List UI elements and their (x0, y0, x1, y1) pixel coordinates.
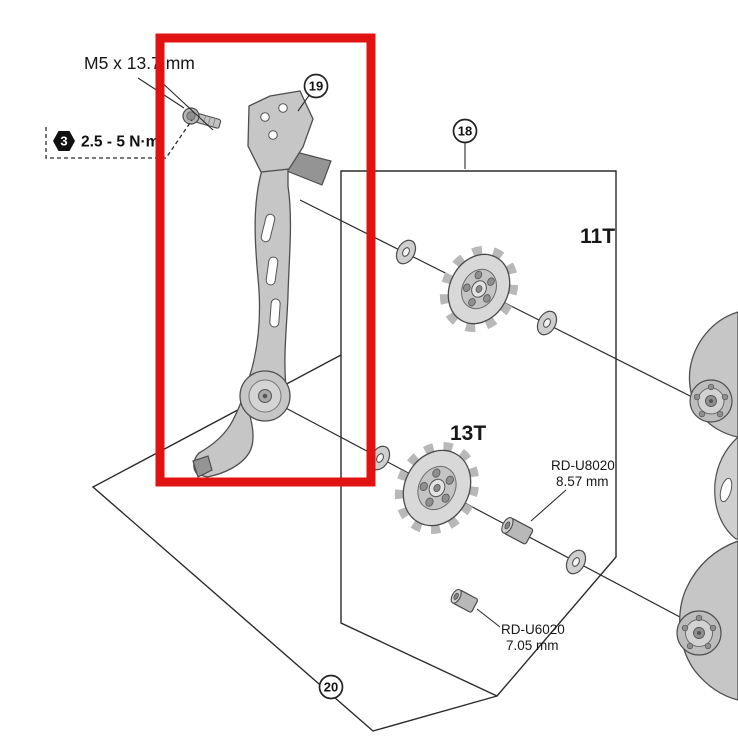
part-20-badge: 20 (318, 674, 344, 700)
bushing-upper-size-label: 8.57 mm (556, 474, 609, 489)
bushing-rd-u8020 (501, 517, 534, 545)
part-18-badge: 18 (452, 118, 478, 144)
axis-line-lower (264, 396, 713, 635)
part-19-badge-label: 19 (309, 79, 323, 94)
bushing-lower-model-label: RD-U6020 (501, 622, 565, 637)
bushing-upper-model-label: RD-U8020 (551, 458, 615, 473)
bolt-spec-label: M5 x 13.7 mm (84, 53, 195, 73)
bushing-lower-size-label: 7.05 mm (506, 638, 559, 653)
torque-value-label: 2.5 - 5 N·m (81, 134, 159, 151)
torque-hex-icon (53, 131, 75, 151)
inner-plate-part-19 (192, 90, 332, 478)
pulley-11t (439, 245, 519, 333)
pulley-13t (394, 441, 480, 535)
bushing-upper-leader (530, 489, 567, 522)
highlight-box (155, 33, 376, 487)
outer-plate-partial (676, 311, 738, 701)
pulley-11t-label: 11T (580, 225, 615, 248)
bushing-lower-leader (476, 608, 501, 628)
torque-callout-outline (45, 119, 193, 159)
badge-19-leader (297, 95, 310, 112)
washer-lower-right (565, 549, 587, 575)
pulley-13t-label: 13T (450, 422, 486, 445)
torque-step-label: 3 (60, 134, 67, 149)
bushing-rd-u6020 (450, 588, 479, 613)
washer-upper-left (395, 239, 417, 265)
part-20-badge-label: 20 (324, 680, 338, 695)
outer-plate-upper-hub (689, 379, 733, 423)
pivot-bolt (182, 107, 222, 129)
inner-plate-foot-tab (192, 455, 213, 478)
outer-plate-lower-hub (676, 610, 722, 656)
part-18-badge-label: 18 (458, 124, 472, 139)
part-19-badge: 19 (303, 73, 329, 99)
group-frame-18 (340, 170, 617, 697)
group-frame-20 (91, 354, 498, 732)
inner-plate-hub (239, 370, 291, 422)
bolt-spec-leader-2 (156, 77, 214, 131)
washer-upper-right (536, 310, 558, 336)
